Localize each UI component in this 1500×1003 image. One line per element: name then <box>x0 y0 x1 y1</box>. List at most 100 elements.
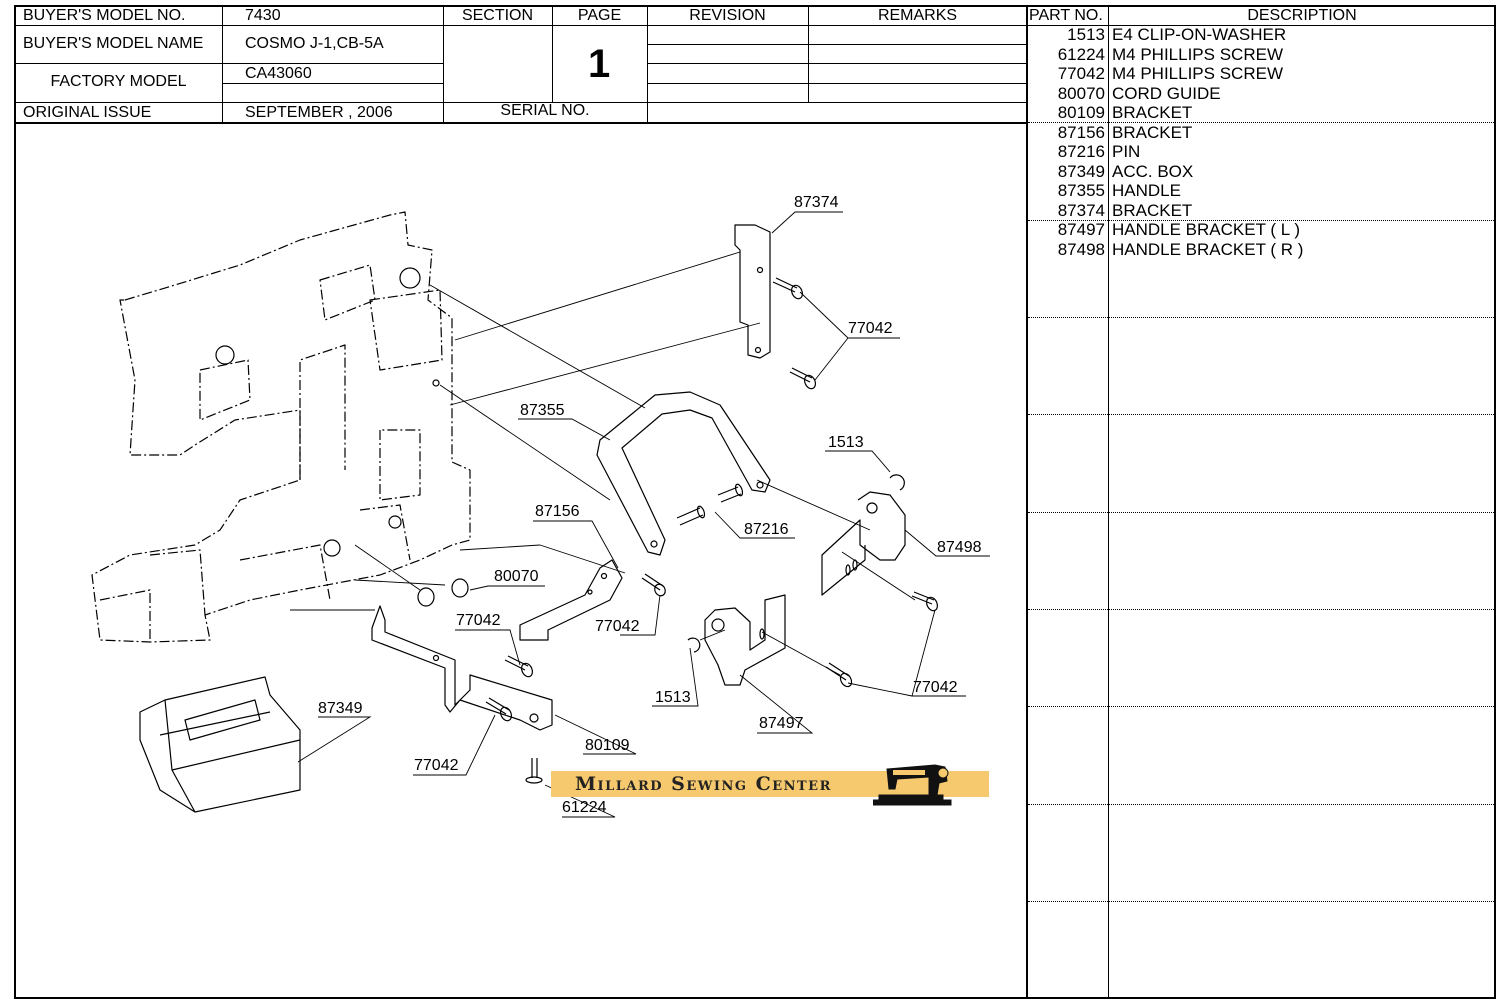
handle-bracket-87498 <box>821 491 906 596</box>
callout-87355: 87355 <box>520 402 565 419</box>
list-separator <box>1028 122 1496 123</box>
pin-87216 <box>717 483 744 503</box>
header-divider <box>647 83 1027 84</box>
original-issue: SEPTEMBER , 2006 <box>245 104 393 121</box>
part-description: ACC. BOX <box>1112 161 1194 181</box>
bracket-87374 <box>734 224 771 359</box>
screw-77042 <box>641 573 666 597</box>
list-separator <box>1028 512 1496 513</box>
sewing-machine-icon <box>873 764 952 806</box>
machine-frame <box>91 211 471 643</box>
part-number: 80109 <box>1057 103 1105 122</box>
callout-87216: 87216 <box>744 521 789 538</box>
callout-80109: 80109 <box>585 737 630 754</box>
callout-77042: 77042 <box>595 618 640 635</box>
frame-hole <box>399 267 421 289</box>
header-col-line <box>647 6 648 123</box>
list-separator <box>1028 317 1496 318</box>
header-bottom <box>15 122 1028 124</box>
list-separator <box>1028 609 1496 610</box>
header-col-line <box>808 6 809 102</box>
callout-87156: 87156 <box>535 503 580 520</box>
part-description: BRACKET <box>1112 122 1193 142</box>
part-number: 87349 <box>1057 161 1105 181</box>
frame-hole <box>432 379 440 387</box>
washer-1513 <box>889 474 905 491</box>
acc-box-87349 <box>139 676 301 813</box>
header-divider <box>647 63 1027 64</box>
bracket-87156 <box>519 559 623 641</box>
header-divider <box>15 102 1028 103</box>
parts-list-header-line <box>1027 25 1496 26</box>
callout-87349: 87349 <box>318 700 363 717</box>
sheet-border <box>14 5 1496 999</box>
frame-hole <box>215 345 235 365</box>
part-description: M4 PHILLIPS SCREW <box>1112 44 1283 64</box>
part-number: 1513 <box>1067 25 1105 44</box>
callout-80070: 80070 <box>494 568 539 585</box>
part-number: 61224 <box>1057 44 1105 64</box>
parts-list-col-line <box>1108 6 1109 999</box>
exploded-parts-diagram <box>91 211 990 818</box>
part-number: 77042 <box>1057 64 1105 83</box>
list-separator <box>1028 220 1496 221</box>
list-item: 61224 M4 PHILLIPS SCREW <box>1030 45 1500 65</box>
page-number: 1 <box>588 42 611 86</box>
callout-87374: 87374 <box>794 194 839 211</box>
frame-hole <box>388 515 402 529</box>
cord-guide-80070 <box>451 578 469 598</box>
part-number: 87216 <box>1057 142 1105 161</box>
serial-no-label: SERIAL NO. <box>500 102 590 119</box>
callout-1513: 1513 <box>828 434 864 451</box>
callout-87498: 87498 <box>937 539 982 556</box>
handle-bracket-87497 <box>704 594 786 686</box>
callout-1513: 1513 <box>655 689 691 706</box>
part-number: 87156 <box>1057 122 1105 142</box>
section-label: SECTION <box>461 7 534 24</box>
list-item: 87216 PIN <box>1030 142 1500 162</box>
screw-77042 <box>825 662 853 688</box>
factory-model-label: FACTORY MODEL <box>50 73 187 90</box>
header-divider <box>647 44 1027 45</box>
list-separator <box>1028 901 1496 902</box>
screw-61224 <box>525 758 543 784</box>
part-description: M4 PHILLIPS SCREW <box>1112 64 1283 83</box>
screw-77042 <box>504 655 534 678</box>
header-col-line <box>552 6 553 102</box>
callout-77042: 77042 <box>414 757 459 774</box>
screw-77042 <box>911 591 939 612</box>
frame-hole <box>323 539 341 557</box>
part-description: BRACKET <box>1112 200 1193 220</box>
part-description: PIN <box>1112 142 1141 161</box>
pin-87216 <box>676 505 706 526</box>
header-col-line <box>222 6 223 123</box>
bracket-80109 <box>371 605 553 731</box>
part-number: 87497 <box>1057 220 1105 239</box>
list-separator <box>1028 414 1496 415</box>
callout-61224: 61224 <box>562 799 607 816</box>
part-no-header: PART NO. <box>1029 7 1103 24</box>
part-description: CORD GUIDE <box>1112 83 1221 103</box>
part-number: 87355 <box>1057 181 1105 200</box>
header-divider <box>15 25 1028 26</box>
factory-model: CA43060 <box>245 65 312 82</box>
part-description: HANDLE <box>1112 181 1181 200</box>
buyers-model-no-label: BUYER'S MODEL NO. <box>23 7 186 24</box>
callout-87497: 87497 <box>759 715 804 732</box>
handle-87355 <box>596 391 771 556</box>
original-issue-label: ORIGINAL ISSUE <box>23 104 152 121</box>
list-item: 87156 BRACKET <box>1030 123 1500 143</box>
list-item: 87355 HANDLE <box>1030 181 1500 201</box>
cord-guide-80070 <box>417 587 435 607</box>
remarks-label: REMARKS <box>877 7 958 24</box>
header-divider <box>15 63 222 64</box>
list-separator <box>1028 706 1496 707</box>
list-separator <box>1028 804 1496 805</box>
part-description: HANDLE BRACKET ( R ) <box>1112 239 1304 259</box>
